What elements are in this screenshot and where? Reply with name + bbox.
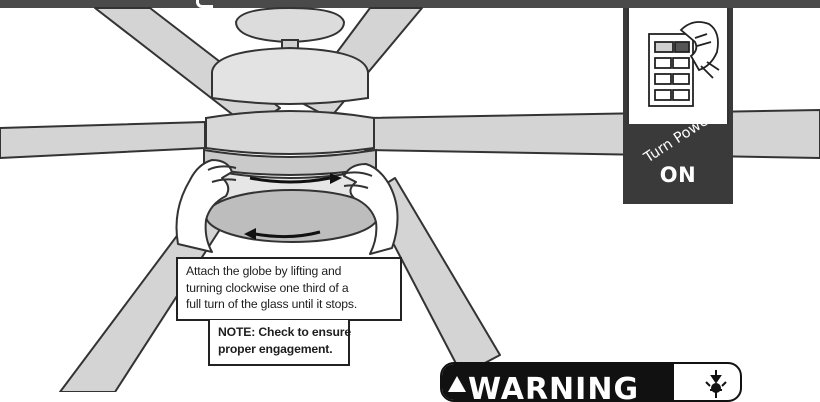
warning-label: WARNING	[468, 372, 639, 402]
motor-top	[212, 48, 368, 104]
note-callout: NOTE: Check to ensure proper engagement.	[208, 320, 350, 366]
canopy	[236, 8, 344, 42]
fan-blade-right	[365, 110, 820, 158]
electric-shock-icon	[696, 368, 736, 398]
warning-triangle-icon	[448, 376, 466, 392]
globe-glass	[206, 190, 378, 242]
warning-banner: WARNING	[440, 362, 742, 402]
callout-line: Attach the globe by lifting and	[186, 263, 394, 280]
note-line: proper engagement.	[218, 341, 348, 358]
on-label: ON	[623, 163, 733, 187]
instruction-callout: Attach the globe by lifting and turning …	[176, 257, 402, 321]
motor-middle	[206, 111, 374, 154]
callout-line: turning clockwise one third of a	[186, 280, 394, 297]
callout-line: full turn of the glass until it stops.	[186, 296, 394, 313]
warning-label-background: WARNING	[442, 364, 674, 402]
note-line: NOTE: Check to ensure	[218, 324, 348, 341]
fan-blade-left	[0, 122, 205, 158]
